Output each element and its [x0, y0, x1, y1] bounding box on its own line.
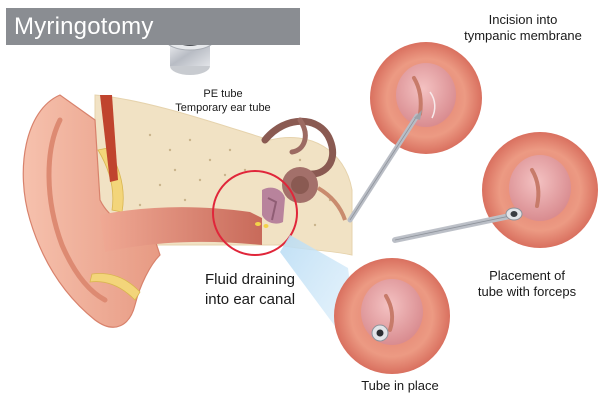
tube-in-place-label-text: Tube in place: [361, 378, 439, 393]
incision-label-line2: tympanic membrane: [464, 28, 582, 44]
fluid-label-line2: into ear canal: [204, 290, 296, 308]
bone-texture-dots: [118, 133, 332, 237]
tube-in-place-circle: [334, 258, 450, 374]
pe-tube-label: PE tube Temporary ear tube: [138, 88, 308, 116]
placement-label-line2: tube with forceps: [477, 284, 577, 300]
pe-tube-label-line1: PE tube: [203, 88, 243, 100]
pe-tube-label-line2: Temporary ear tube: [175, 101, 271, 114]
fluid-drops: [255, 222, 269, 228]
ear-fold: [46, 117, 108, 303]
incision-label: Incision into tympanic membrane: [448, 12, 598, 45]
placement-circle: [482, 132, 598, 248]
inner-ear: [261, 117, 347, 221]
fluid-label-line1: Fluid draining: [204, 271, 296, 288]
ear-cartilage-lower: [89, 273, 141, 301]
title-banner: Myringotomy: [6, 8, 300, 45]
middle-ear-highlight-circle: [212, 170, 298, 256]
page-title: Myringotomy: [14, 12, 154, 40]
incision-knife-icon: [347, 110, 422, 223]
tube-in-place-label: Tube in place: [340, 378, 460, 394]
ear-canal: [100, 207, 262, 252]
fluid-label: Fluid draining into ear canal: [190, 270, 310, 309]
vessel: [100, 95, 118, 182]
placement-label-line1: Placement of: [489, 268, 565, 283]
placement-label: Placement of tube with forceps: [458, 268, 596, 301]
forceps-icon: [392, 207, 523, 243]
incision-label-line1: Incision into: [488, 12, 558, 27]
middle-ear: [262, 187, 285, 224]
incision-circle: [370, 42, 482, 154]
